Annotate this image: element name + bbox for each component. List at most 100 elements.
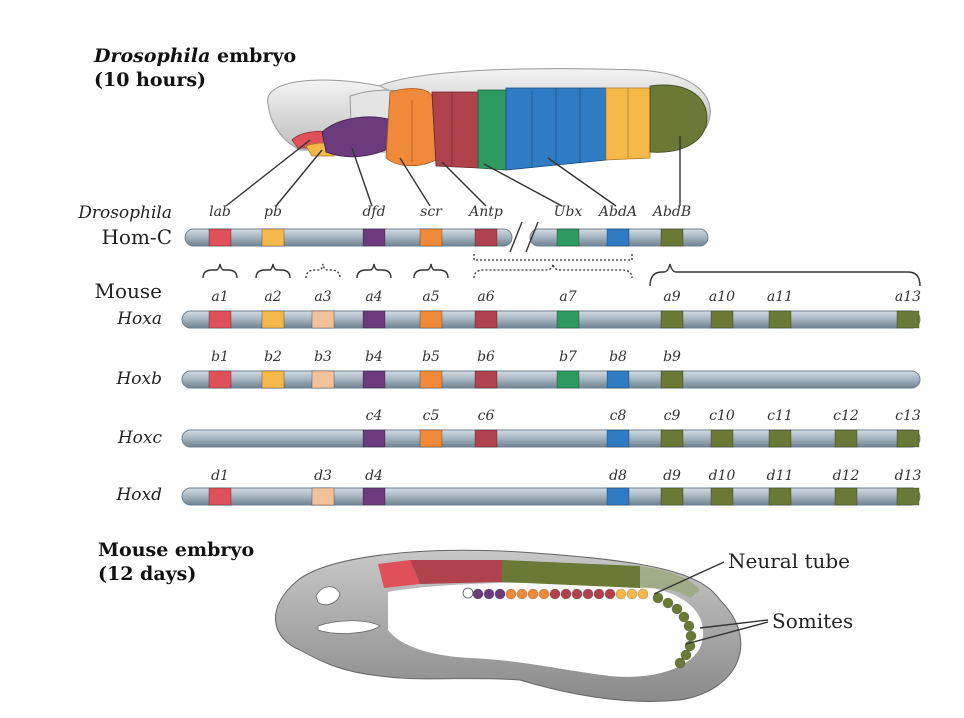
gene-box-c4 [362,429,386,448]
gene-label-c12: c12 [833,408,859,424]
gene-label-ubx: Ubx [554,204,583,220]
gene-label-dfd: dfd [362,204,385,220]
gene-label-b9: b9 [663,349,681,365]
gene-label-d3: d3 [314,468,332,484]
gene-box-d8 [606,487,630,506]
gene-label-c11: c11 [767,408,793,424]
somite-dot [505,588,517,600]
gene-label-d8: d8 [609,468,627,484]
mouse-embryo-title: Mouse embryo [98,539,254,561]
somite-dot [662,597,674,609]
gene-label-c6: c6 [478,408,495,424]
gene-box-b2 [261,370,285,389]
somite-dot [671,603,683,615]
drosophila-embryo-title: Drosophila embryo [93,45,296,67]
somites-leader-1 [699,619,769,629]
drosophila-embryo-illustration [267,68,711,171]
row-label-homc: Hom-C [101,225,172,249]
gene-label-b3: b3 [314,349,332,365]
drosophila-embryo-title-rest: embryo [210,45,296,67]
homology-braces [202,254,921,287]
somite-dot [604,588,616,600]
gene-label-d10: d10 [709,468,736,484]
gene-box-a7 [556,310,580,329]
gene-box-dfd [362,228,386,247]
gene-box-a1 [208,310,232,329]
somite-dot [549,588,561,600]
gene-label-c8: c8 [610,408,627,424]
gene-box-c12 [834,429,858,448]
gene-label-c4: c4 [366,408,383,424]
gene-label-d4: d4 [365,468,383,484]
gene-label-b2: b2 [264,349,282,365]
neural-tube-leader [653,561,725,595]
gene-label-abdb: AbdB [651,204,691,220]
gene-box-abdb [660,228,684,247]
gene-box-d13 [896,487,920,506]
somites-leader-2 [685,621,769,645]
row-label-hoxb: Hoxb [115,369,162,389]
gene-label-a4: a4 [365,289,382,305]
gene-box-b3 [311,370,335,389]
gene-box-c11 [768,429,792,448]
gene-label-d9: d9 [663,468,681,484]
gene-label-a13: a13 [895,289,921,305]
gene-box-d3 [311,487,335,506]
gene-label-d12: d12 [833,468,860,484]
row-label-hoxa: Hoxa [116,309,162,329]
row-label-drosophila: Drosophila [77,203,172,223]
gene-label-c9: c9 [664,408,681,424]
chromosome-homc: lab pb dfd scr Antp Ubx AbdA AbdB [184,204,709,253]
gene-label-b7: b7 [559,349,577,365]
gene-box-d9 [660,487,684,506]
drosophila-embryo-age: (10 hours) [94,69,206,91]
gene-box-d12 [834,487,858,506]
gene-box-b9 [660,370,684,389]
gene-box-c10 [710,429,734,448]
gene-box-d11 [768,487,792,506]
gene-label-pb: pb [264,204,282,220]
gene-label-a9: a9 [663,289,680,305]
somite-dot [678,611,690,623]
mouse-embryo-illustration [274,549,742,702]
gene-label-d1: d1 [211,468,229,484]
gene-box-d1 [208,487,232,506]
neural-tube-label: Neural tube [728,549,850,573]
gene-label-b4: b4 [365,349,383,365]
gene-box-a11 [768,310,792,329]
gene-label-scr: scr [420,204,443,220]
gene-label-antp: Antp [467,204,503,220]
row-label-hoxc: Hoxc [117,428,163,448]
gene-label-b1: b1 [211,349,229,365]
gene-box-b1 [208,370,232,389]
gene-box-b6 [474,370,498,389]
somite-dot [483,588,495,600]
gene-box-d10 [710,487,734,506]
somite-dot [674,657,686,669]
gene-label-d13: d13 [895,468,922,484]
somites-label: Somites [772,609,853,633]
gene-box-c8 [606,429,630,448]
gene-label-a7: a7 [559,289,576,305]
gene-label-a11: a11 [767,289,793,305]
somite-dot [615,588,627,600]
somite-dot [683,620,695,632]
gene-box-scr [419,228,443,247]
somite-dot [593,588,605,600]
somite-dot [516,588,528,600]
gene-label-c5: c5 [423,408,440,424]
gene-box-pb [261,228,285,247]
gene-box-a3 [311,310,335,329]
somite-dot [494,588,506,600]
gene-label-abda: AbdA [597,204,637,220]
drosophila-embryo-title-genus: Drosophila [93,45,210,67]
gene-label-a5: a5 [422,289,439,305]
gene-box-b8 [606,370,630,389]
gene-label-a3: a3 [314,289,331,305]
gene-label-lab: lab [209,204,231,220]
gene-box-abda [606,228,630,247]
gene-label-b6: b6 [477,349,495,365]
